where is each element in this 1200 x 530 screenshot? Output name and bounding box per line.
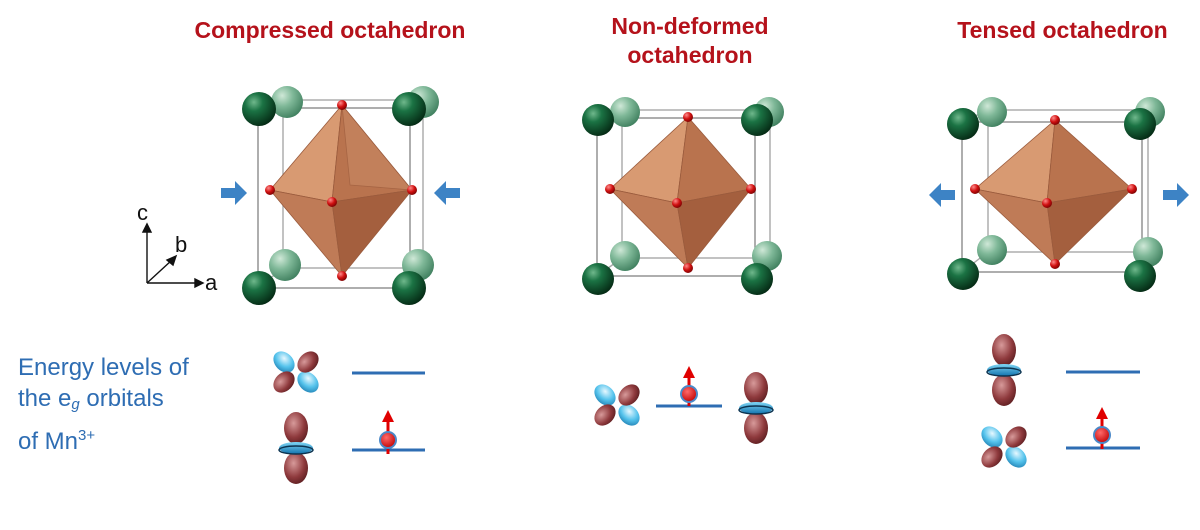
- axis-label-a: a: [205, 270, 218, 295]
- compressed-structure: [221, 86, 460, 305]
- atom-corner-back: [271, 86, 303, 118]
- energy-caption-line2: the eg orbitals: [18, 385, 164, 413]
- orbital-dz2-icon: [278, 412, 314, 484]
- atom-corner-back: [1133, 237, 1163, 267]
- orbital-dx2y2-icon: [981, 426, 1027, 468]
- compression-arrow-left-icon: [221, 181, 247, 205]
- compression-arrow-right-icon: [434, 181, 460, 205]
- tension-arrow-left-icon: [929, 183, 955, 207]
- atom-corner-front: [1124, 260, 1156, 292]
- title-non-deformed-octahedron: Non-deformed octahedron: [580, 12, 800, 70]
- oxygen-atom: [683, 263, 693, 273]
- oxygen-atom: [1042, 198, 1052, 208]
- oxygen-atom: [1127, 184, 1137, 194]
- title-tensed-octahedron: Tensed octahedron: [957, 17, 1168, 43]
- orbital-dz2-icon: [986, 334, 1022, 406]
- atom-corner-front: [947, 108, 979, 140]
- atom-corner-front: [582, 263, 614, 295]
- atom-corner-back: [610, 241, 640, 271]
- oxygen-atom: [1050, 115, 1060, 125]
- non-deformed-structure: [582, 97, 784, 295]
- title-non-deformed-line1: Non-deformed: [611, 13, 769, 39]
- tension-arrow-right-icon: [1163, 183, 1189, 207]
- atom-corner-back: [977, 97, 1007, 127]
- atom-corner-front: [741, 263, 773, 295]
- atom-corner-front: [582, 104, 614, 136]
- oxygen-atom: [337, 100, 347, 110]
- oxygen-atom: [605, 184, 615, 194]
- atom-corner-front: [392, 271, 426, 305]
- oxygen-atom: [746, 184, 756, 194]
- atom-corner-back: [269, 249, 301, 281]
- axis-label-c: c: [137, 200, 148, 225]
- octahedron-tensed: [973, 119, 1134, 266]
- atom-corner-back: [610, 97, 640, 127]
- orbital-dx2y2-icon: [594, 384, 640, 426]
- energy-caption-line3: of Mn3+: [18, 427, 96, 455]
- oxygen-atom: [683, 112, 693, 122]
- oxygen-atom: [265, 185, 275, 195]
- oxygen-atom: [970, 184, 980, 194]
- atom-corner-front: [947, 258, 979, 290]
- title-non-deformed-line2: octahedron: [627, 42, 753, 68]
- atom-corner-front: [392, 92, 426, 126]
- axes-icon: [141, 222, 205, 289]
- spin-up-electron-icon: [680, 366, 698, 406]
- title-compressed-octahedron: Compressed octahedron: [194, 17, 466, 43]
- oxygen-atom: [327, 197, 337, 207]
- oxygen-atom: [672, 198, 682, 208]
- spin-up-electron-icon: [379, 410, 397, 454]
- atom-corner-front: [242, 92, 276, 126]
- oxygen-atom: [407, 185, 417, 195]
- spin-up-electron-icon: [1093, 407, 1111, 449]
- atom-corner-front: [1124, 108, 1156, 140]
- octahedron-non-deformed: [608, 115, 752, 270]
- orbital-dz2-icon: [738, 372, 774, 444]
- energy-caption-line1: Energy levels of: [18, 354, 189, 381]
- atom-corner-back: [977, 235, 1007, 265]
- octahedron-compressed: [268, 103, 413, 278]
- atom-corner-front: [741, 104, 773, 136]
- orbital-dx2y2-icon: [273, 351, 319, 393]
- oxygen-atom: [1050, 259, 1060, 269]
- tensed-structure: [929, 97, 1189, 292]
- oxygen-atom: [337, 271, 347, 281]
- axis-label-b: b: [175, 232, 188, 257]
- atom-corner-front: [242, 271, 276, 305]
- energy-levels-caption: Energy levels of the eg orbitals of Mn3+: [18, 352, 189, 457]
